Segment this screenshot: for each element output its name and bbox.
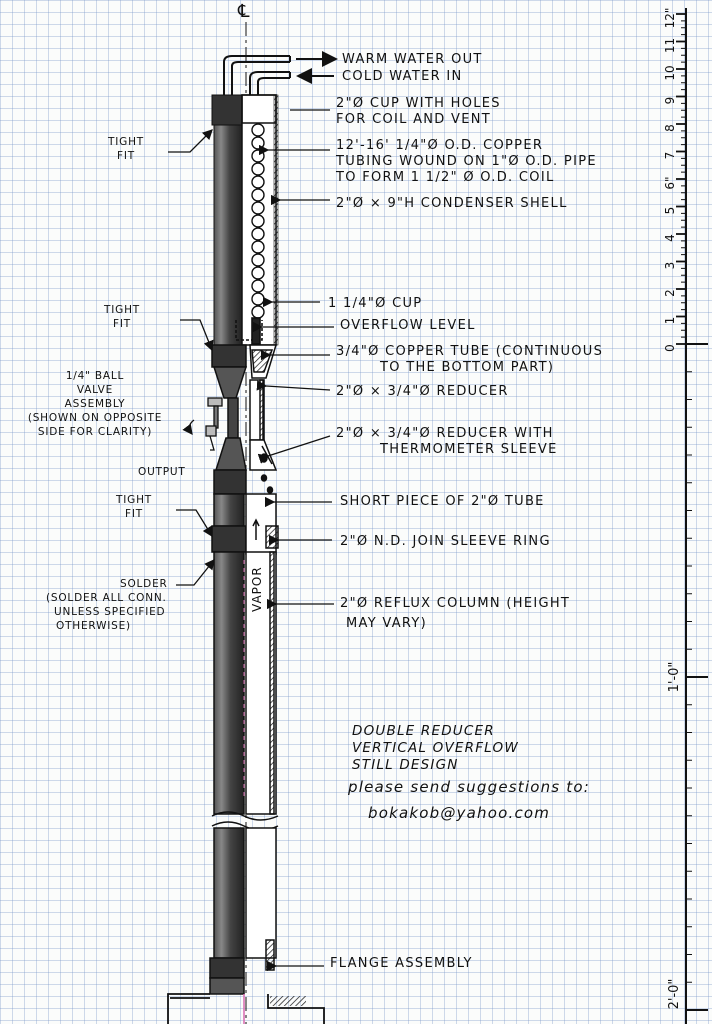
coil-turn (251, 201, 265, 215)
cold-water-in-label: COLD WATER IN (342, 69, 463, 84)
contact-email: bokakob@yahoo.com (368, 804, 551, 822)
coil-turn (251, 136, 265, 150)
coil-turn (251, 162, 265, 176)
condenser-shell-label: 2"Ø × 9"H CONDENSER SHELL (336, 196, 568, 211)
warm-water-out-label: WARM WATER OUT (342, 52, 483, 67)
tight-fit-label-1a: TIGHT (108, 136, 144, 148)
output-label: OUTPUT (138, 466, 186, 478)
coil-label-2: TUBING WOUND ON 1"Ø O.D. PIPE (336, 154, 597, 169)
coil-turn (251, 227, 265, 241)
cup-label-2: FOR COIL AND VENT (336, 112, 492, 127)
coil-turn (251, 266, 265, 280)
coil-turn (251, 240, 265, 254)
ruler-inch-label: 1 (663, 317, 677, 325)
coil-turn (251, 123, 265, 137)
ruler-inch-label: 5 (663, 207, 677, 215)
ruler-inch-label: 3 (663, 262, 677, 270)
ruler-inch-label: 9 (663, 97, 677, 105)
coil-turn (251, 175, 265, 189)
coil-label-3: TO FORM 1 1/2" Ø O.D. COIL (336, 170, 555, 185)
coil-turn (251, 188, 265, 202)
ruler-inch-label: 6" (663, 176, 677, 189)
ball-valve-label-5: SIDE FOR CLARITY) (37, 426, 153, 438)
solder-label-1: SOLDER (120, 578, 168, 590)
cup-label-1: 2"Ø CUP WITH HOLES (336, 96, 501, 111)
join-sleeve (211, 493, 279, 555)
ball-valve-label-1: 1/4" BALL (65, 370, 125, 382)
coil-turn (251, 149, 265, 163)
flange-base (167, 993, 325, 1024)
reducer-label: 2"Ø × 3/4"Ø REDUCER (336, 384, 509, 399)
ruler-inch-label: 10 (663, 65, 677, 80)
ball-valve-label-2: VALVE (76, 384, 114, 396)
ruler-inch-label: 4 (663, 234, 677, 242)
centerline-symbol: ℄ (238, 1, 251, 22)
coil-turn (251, 279, 265, 293)
ball-valve (182, 397, 223, 451)
ruler-inch-label: 2 (663, 289, 677, 297)
ball-valve-label-4: (SHOWN ON OPPOSITE (27, 412, 163, 424)
title-line-1: DOUBLE REDUCER (352, 723, 495, 739)
tight-fit-label-2a: TIGHT (104, 304, 140, 316)
ruler-inch-label: 0 (663, 344, 677, 352)
reflux-column-label-2: MAY VARY) (346, 616, 428, 631)
ruler-foot-label: 2'-0" (667, 979, 682, 1010)
title-line-3: STILL DESIGN (352, 757, 459, 773)
reducer-thermo-label-1: 2"Ø × 3/4"Ø REDUCER WITH (336, 426, 554, 441)
tight-fit-label-3a: TIGHT (116, 494, 152, 506)
join-sleeve-label: 2"Ø N.D. JOIN SLEEVE RING (340, 534, 551, 549)
ruler-inch-label: 8 (663, 124, 677, 132)
flange-label: FLANGE ASSEMBLY (330, 956, 473, 971)
tight-fit-label-3b: FIT (125, 508, 143, 520)
bottom-column (209, 827, 277, 995)
ruler-inch-label: 12" (663, 8, 677, 29)
leader-lines (168, 109, 334, 972)
coil-turn (251, 214, 265, 228)
small-cup-label: 1 1/4"Ø CUP (328, 296, 423, 311)
ball-valve-label-3: ASSEMBLY (64, 398, 126, 410)
copper-tube-label-1: 3/4"Ø COPPER TUBE (CONTINUOUS (336, 344, 604, 359)
tight-fit-label-1b: FIT (117, 150, 135, 162)
reducer-thermo-label-2: THERMOMETER SLEEVE (380, 442, 558, 457)
water-pipes (223, 51, 338, 95)
ruler-foot-label: 1'-0" (667, 662, 682, 693)
tight-fit-label-2b: FIT (113, 318, 131, 330)
reflux-column (213, 518, 277, 815)
upper-reducer (211, 344, 278, 451)
scale-ruler: 0 1 2 3 4 5 6" 7 8 9 10 11 12" 1'-0" 2'-0" (663, 8, 708, 1024)
coil-turn (251, 292, 265, 306)
short-piece-label: SHORT PIECE OF 2"Ø TUBE (340, 494, 545, 509)
copper-coil (251, 123, 265, 319)
solder-label-4: OTHERWISE) (56, 620, 131, 632)
ruler-inch-label: 7 (663, 152, 677, 160)
solder-label-2: (SOLDER ALL CONN. (46, 592, 167, 604)
copper-tube-label-2: TO THE BOTTOM PART) (380, 360, 555, 375)
lower-reducer (213, 437, 278, 495)
ruler-inch-label: 11 (663, 38, 677, 53)
title-line-2: VERTICAL OVERFLOW (352, 740, 519, 756)
vapor-label: VAPOR (250, 566, 264, 612)
overflow-level-label: OVERFLOW LEVEL (340, 318, 476, 333)
coil-turn (251, 305, 265, 319)
coil-turn (251, 253, 265, 267)
solder-label-3: UNLESS SPECIFIED (54, 606, 166, 618)
contact-line-1: please send suggestions to: (348, 778, 590, 796)
coil-label-1: 12'-16' 1/4"Ø O.D. COPPER (336, 138, 544, 153)
condenser-shell (211, 94, 279, 346)
reflux-column-label-1: 2"Ø REFLUX COLUMN (HEIGHT (340, 596, 571, 611)
